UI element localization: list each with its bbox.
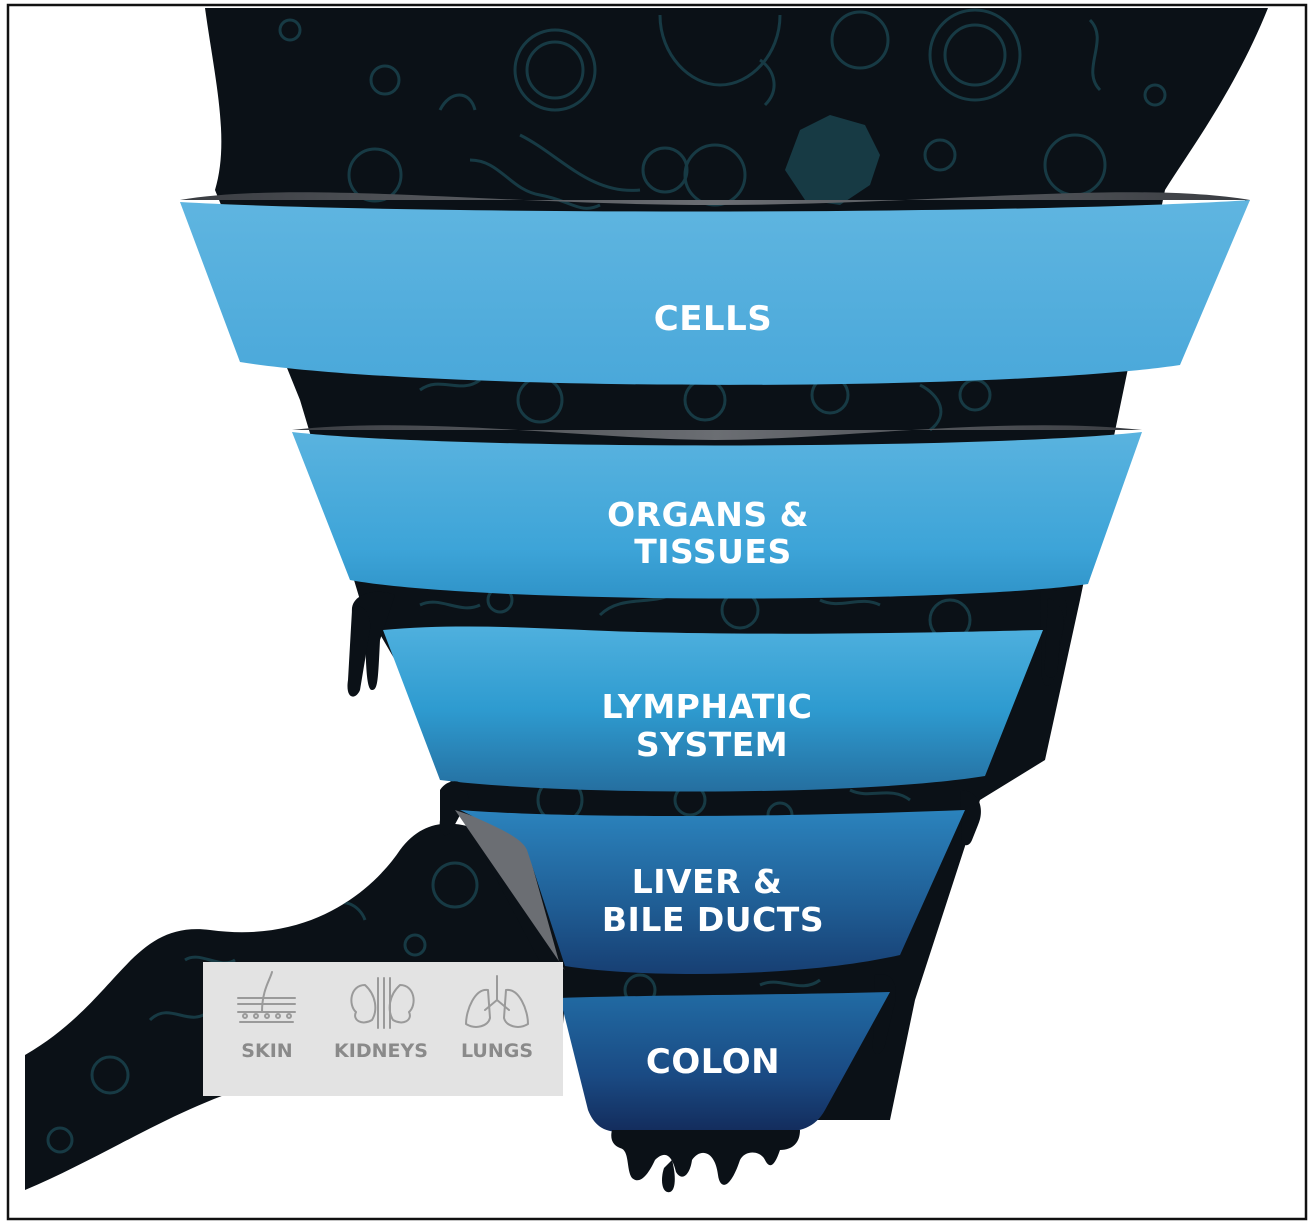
stage-cells-label: CELLS (654, 299, 773, 339)
stage-liver-bile-ducts-band (460, 810, 965, 974)
elimination-organs-panel: SKIN KIDNEYS LUNGS (203, 962, 563, 1096)
stage-organs-tissues-band (292, 432, 1142, 599)
stage-organs-tissues-line1: ORGANS & (607, 495, 809, 534)
stage-lymphatic-system-line2: SYSTEM (636, 725, 788, 764)
drip-bottom (611, 1130, 800, 1193)
stage-organs-tissues: ORGANS & TISSUES (292, 425, 1142, 599)
stage-colon: COLON (560, 992, 890, 1132)
lungs-icon (465, 975, 529, 1028)
skin-icon (237, 971, 296, 1023)
kidneys-icon (350, 977, 415, 1029)
stage-organs-tissues-line2: TISSUES (634, 532, 791, 571)
stage-liver-bile-ducts: LIVER & BILE DUCTS (455, 810, 965, 974)
stage-lymphatic-system-band (383, 626, 1043, 792)
stage-lymphatic-system-line1: LYMPHATIC (602, 687, 813, 726)
organ-label-skin: SKIN (241, 1040, 292, 1062)
organ-label-kidneys: KIDNEYS (334, 1040, 428, 1062)
stage-colon-band (560, 992, 890, 1132)
stage-liver-bile-ducts-line1: LIVER & (632, 862, 783, 901)
stage-cells-band (180, 200, 1250, 385)
drip-band3 (347, 589, 1068, 697)
stage-colon-label: COLON (646, 1042, 780, 1082)
stage-cells: CELLS (180, 192, 1250, 385)
organ-label-lungs: LUNGS (461, 1040, 533, 1062)
stage-lymphatic-system: LYMPHATIC SYSTEM (383, 626, 1043, 792)
stage-liver-bile-ducts-line2: BILE DUCTS (602, 900, 824, 939)
drip-band4 (439, 781, 981, 846)
